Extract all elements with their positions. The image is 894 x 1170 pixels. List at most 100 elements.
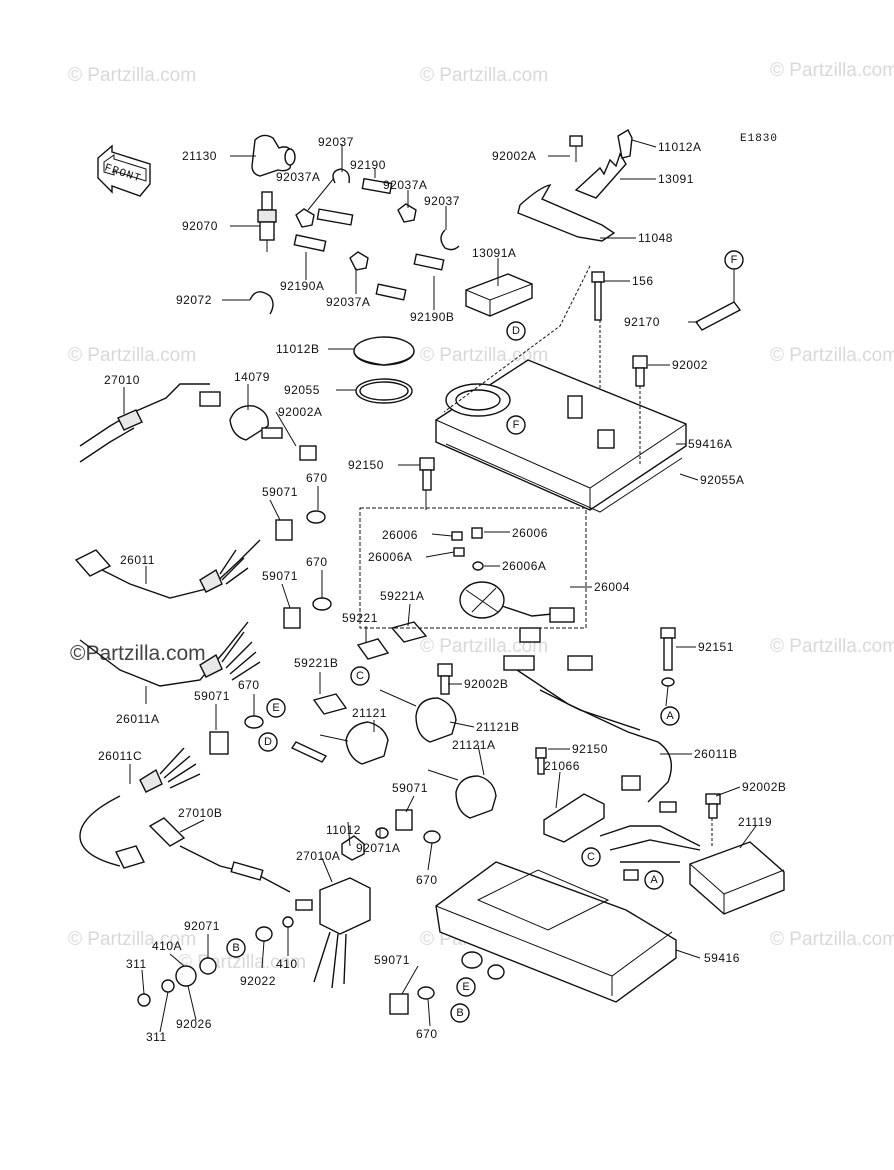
- part-label: 26011C: [98, 749, 142, 763]
- part-label: 311: [126, 957, 147, 971]
- callout-e: E: [272, 702, 279, 714]
- watermark: © Partzilla.com: [420, 65, 548, 86]
- part-label: 26006A: [502, 559, 546, 573]
- part-label: 21066: [544, 759, 580, 773]
- part-label: 92002: [672, 358, 708, 372]
- part-label: 92190A: [280, 279, 324, 293]
- callout-a-lower: A: [650, 874, 658, 886]
- part-label: 26006: [512, 526, 548, 540]
- part-label: 27010: [104, 373, 140, 387]
- part-label: 59416A: [688, 437, 732, 451]
- part-label: 11048: [638, 231, 673, 245]
- part-label: 59071: [194, 689, 230, 703]
- part-drawings: [74, 129, 785, 1015]
- part-label: 59221: [342, 611, 378, 625]
- part-label: 670: [238, 678, 260, 692]
- part-label: 92037: [318, 135, 354, 149]
- part-label: 92150: [348, 458, 384, 472]
- part-label: 410: [276, 957, 298, 971]
- part-label: 21130: [182, 149, 217, 163]
- part-label: 26011A: [116, 712, 159, 726]
- part-label: 92037A: [326, 295, 370, 309]
- part-label: 92002B: [742, 780, 786, 794]
- watermark: © Partzilla.com: [420, 345, 548, 366]
- callout-f-strap: F: [731, 254, 738, 266]
- part-label: 59071: [374, 953, 410, 967]
- watermark-dark: ©Partzilla.com: [70, 642, 206, 665]
- part-label: 156: [632, 274, 654, 288]
- part-label: 92037: [424, 194, 460, 208]
- part-label: 92151: [698, 640, 734, 654]
- part-label: 92190B: [410, 310, 454, 324]
- callout-d: D: [512, 325, 520, 337]
- part-label: 670: [416, 1027, 438, 1041]
- part-label: 59221A: [380, 589, 424, 603]
- watermarks: © Partzilla.com © Partzilla.com © Partzi…: [68, 60, 894, 973]
- part-label: 11012: [326, 823, 361, 837]
- part-label: 410A: [152, 939, 182, 953]
- part-label: 59221B: [294, 656, 338, 670]
- part-label: 92071: [184, 919, 220, 933]
- callout-b-lower: B: [456, 1007, 463, 1019]
- leader-lines: [123, 139, 757, 1033]
- part-label: 59071: [262, 485, 298, 499]
- part-label: 92002B: [464, 677, 508, 691]
- part-label: 13091A: [472, 246, 516, 260]
- part-label: 26006: [382, 528, 418, 542]
- watermark: © Partzilla.com: [770, 636, 894, 657]
- part-label: 59071: [392, 781, 428, 795]
- part-label: 26006A: [368, 550, 412, 564]
- part-label: 21121A: [452, 738, 495, 752]
- part-label: 27010B: [178, 806, 222, 820]
- watermark: © Partzilla.com: [420, 636, 548, 657]
- part-label: 26004: [594, 580, 630, 594]
- part-label: 670: [306, 555, 328, 569]
- front-arrow-icon: FRONT: [97, 144, 151, 197]
- part-label: 21121: [352, 706, 387, 720]
- callout-a: A: [666, 710, 674, 722]
- part-label: 92070: [182, 219, 218, 233]
- part-label: 92190: [350, 158, 386, 172]
- part-label: 92072: [176, 293, 212, 307]
- part-label: 21121B: [476, 720, 519, 734]
- callout-c-lower: C: [587, 851, 595, 863]
- part-label: 13091: [658, 172, 694, 186]
- callout-e-lower: E: [462, 981, 469, 993]
- part-label: 26011B: [694, 747, 737, 761]
- part-label: 92022: [240, 974, 276, 988]
- part-label: 92055: [284, 383, 320, 397]
- callout-c: C: [356, 670, 364, 682]
- watermark: © Partzilla.com: [770, 60, 894, 81]
- part-label: 92026: [176, 1017, 212, 1031]
- part-label: 92002A: [492, 149, 536, 163]
- part-label: 27010A: [296, 849, 340, 863]
- part-label: 92055A: [700, 473, 744, 487]
- part-label: 670: [416, 873, 438, 887]
- part-label: 59071: [262, 569, 298, 583]
- callout-f: F: [513, 419, 520, 431]
- part-label: 92037A: [276, 170, 320, 184]
- part-label: 59416: [704, 951, 740, 965]
- part-label: 14079: [234, 370, 270, 384]
- callout-b: B: [232, 942, 239, 954]
- watermark: © Partzilla.com: [770, 345, 894, 366]
- part-label: 11012B: [276, 342, 319, 356]
- part-label: 670: [306, 471, 328, 485]
- watermark: © Partzilla.com: [68, 65, 196, 86]
- part-label: 92002A: [278, 405, 322, 419]
- watermark: © Partzilla.com: [770, 929, 894, 950]
- part-label: 311: [146, 1030, 167, 1044]
- part-label: 92037A: [383, 178, 427, 192]
- part-labels: 21130 92037 92190 92037A 92037A 92037 92…: [98, 135, 786, 1044]
- watermark: © Partzilla.com: [68, 929, 196, 950]
- part-label: 11012A: [658, 140, 701, 154]
- part-label: 92071A: [356, 841, 400, 855]
- part-label: 92170: [624, 315, 660, 329]
- part-label: 21119: [738, 815, 772, 829]
- callouts: D F F C E D A C A B E B: [226, 250, 744, 1023]
- watermark: © Partzilla.com: [68, 345, 196, 366]
- callout-d-lower: D: [264, 736, 272, 748]
- diagram-code: E1830: [740, 133, 778, 145]
- part-label: 26011: [120, 553, 155, 567]
